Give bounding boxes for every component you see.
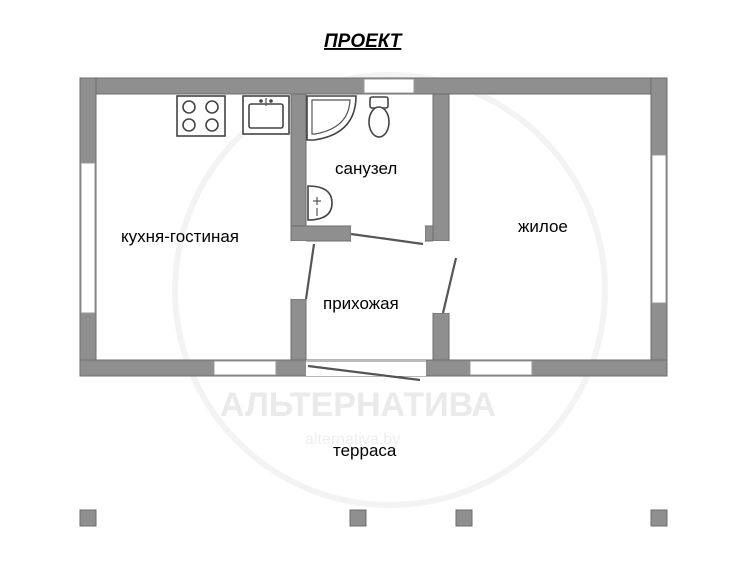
watermark: АЛЬТЕРНАТИВА alternativa.by bbox=[172, 72, 608, 508]
toilet-icon bbox=[368, 96, 390, 138]
window-living-right bbox=[651, 154, 667, 304]
windows bbox=[80, 78, 667, 376]
door-entrance bbox=[307, 364, 421, 382]
room-label-living: жилое bbox=[518, 217, 568, 236]
terrace-post bbox=[79, 509, 97, 527]
window-kitchen-left bbox=[80, 162, 96, 314]
room-label-hallway: прихожая bbox=[323, 294, 399, 313]
terrace-post bbox=[349, 509, 367, 527]
room-label-kitchen-living: кухня-гостиная bbox=[121, 227, 239, 246]
washbasin-icon bbox=[307, 185, 333, 221]
window-bathroom bbox=[363, 78, 415, 94]
stove-icon bbox=[176, 95, 226, 137]
terrace-post bbox=[455, 509, 473, 527]
room-label-bathroom: санузел bbox=[335, 159, 397, 178]
watermark-site: alternativa.by bbox=[305, 431, 400, 448]
door-bathroom bbox=[350, 232, 424, 246]
door-kitchen bbox=[304, 243, 316, 300]
terrace-posts bbox=[79, 509, 668, 527]
window-living-bottom bbox=[469, 360, 533, 376]
kitchen-sink-icon bbox=[242, 95, 290, 135]
window-kitchen-bottom bbox=[213, 360, 277, 376]
terrace-post bbox=[650, 509, 668, 527]
interior-walls bbox=[290, 93, 450, 361]
watermark-brand: АЛЬТЕРНАТИВА bbox=[220, 386, 496, 424]
door-living bbox=[441, 257, 458, 314]
plan-title: ПРОЕКТ bbox=[324, 31, 403, 52]
doors bbox=[304, 232, 458, 382]
room-label-terrace: терраса bbox=[333, 441, 397, 460]
bathtub-icon bbox=[306, 95, 357, 141]
